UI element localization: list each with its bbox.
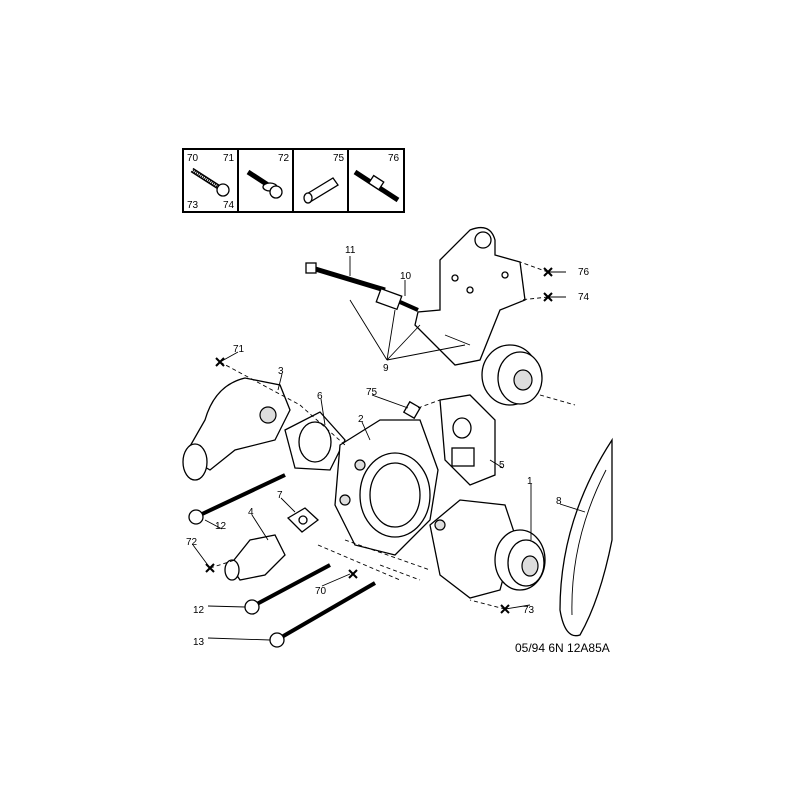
legend-label-76: 76: [388, 153, 400, 164]
tensioner-spacer-10: [375, 287, 419, 312]
water-pump: [429, 499, 546, 599]
callout-2: 2: [358, 414, 364, 425]
tensioner-bolt-11: [305, 262, 386, 293]
dowel-sleeve-icon: [303, 177, 339, 204]
fastener-legend-box: 70 71 73 74 72 75 76: [182, 148, 405, 213]
fastener-marker-74: [543, 292, 553, 302]
fastener-marker-73: [500, 604, 510, 614]
gasket-6: [284, 411, 346, 471]
callout-72: 72: [186, 537, 198, 548]
callout-71: 71: [233, 344, 245, 355]
fastener-marker-72: [205, 563, 215, 573]
callout-3: 3: [278, 366, 284, 377]
callout-10: 10: [400, 271, 412, 282]
callout-76: 76: [578, 267, 590, 278]
water-elbow: [224, 534, 286, 581]
thermostat-housing: [182, 377, 291, 481]
fastener-marker-71: [215, 357, 225, 367]
water-outlet-housing: [334, 419, 439, 556]
fastener-marker-70: [348, 569, 358, 579]
legend-label-70: 70: [187, 153, 199, 164]
callout-12-upper: 12: [215, 521, 227, 532]
tensioner-bracket: [414, 226, 526, 366]
diagram-reference-code: 05/94 6N 12A85A: [515, 641, 610, 655]
legend-label-74: 74: [223, 200, 235, 211]
callout-6: 6: [317, 391, 323, 402]
auxiliary-belt: [559, 437, 613, 637]
legend-label-73: 73: [187, 200, 199, 211]
callout-70: 70: [315, 586, 327, 597]
callout-12-lower: 12: [193, 605, 205, 616]
callout-5: 5: [499, 460, 505, 471]
bolt-washer-icon: [246, 169, 283, 199]
long-bolt-13: [269, 581, 377, 648]
dowel-75: [402, 400, 422, 420]
callout-11: 11: [345, 245, 356, 256]
callout-74: 74: [578, 292, 590, 303]
fastener-marker-76: [543, 267, 553, 277]
flange-bolt-icon: [190, 167, 230, 197]
idler-pulley: [481, 344, 543, 406]
callout-13: 13: [193, 637, 205, 648]
callout-1: 1: [527, 476, 533, 487]
callout-73: 73: [523, 605, 535, 616]
seal-7: [286, 507, 320, 533]
callout-75: 75: [366, 387, 378, 398]
callout-9: 9: [383, 363, 389, 374]
callout-7: 7: [277, 490, 283, 501]
legend-label-75: 75: [333, 153, 345, 164]
callout-8: 8: [556, 496, 562, 507]
long-bolt-12-upper: [188, 473, 286, 525]
legend-label-72: 72: [278, 153, 290, 164]
pump-gasket: [439, 394, 496, 486]
stud-icon: [353, 169, 400, 203]
legend-label-71: 71: [223, 153, 235, 164]
callout-4: 4: [248, 507, 254, 518]
